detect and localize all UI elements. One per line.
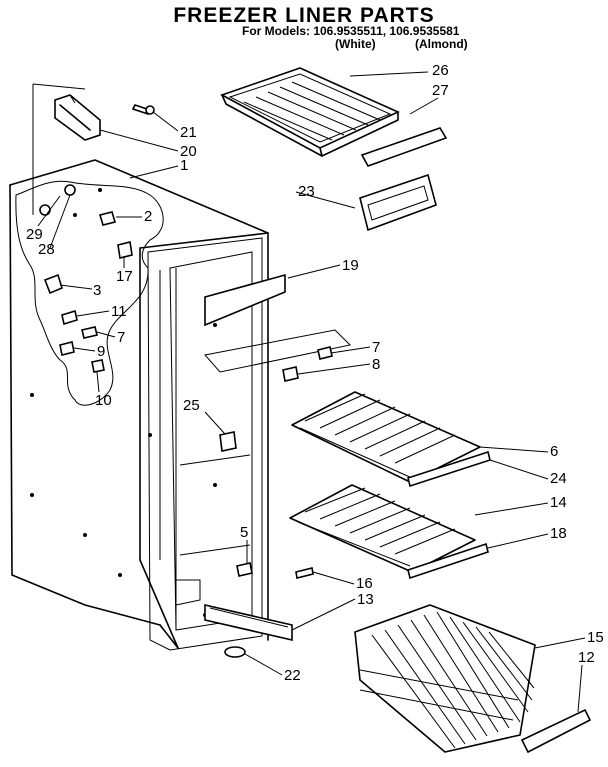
panel-23	[359, 173, 437, 232]
callout-24: 24	[550, 470, 567, 487]
callout-2: 2	[144, 208, 153, 225]
callout-12: 12	[578, 649, 595, 666]
shelf-trim-24	[407, 450, 491, 488]
liner-components	[39, 184, 253, 577]
callout-15: 15	[587, 629, 604, 646]
variant-white: (White)	[335, 37, 376, 51]
callout-26: 26	[432, 62, 449, 79]
foot-22	[224, 646, 246, 658]
callout-3: 3	[93, 282, 102, 299]
callout-22: 22	[284, 667, 301, 684]
wire-shelf-14	[289, 484, 476, 573]
variant-almond: (Almond)	[415, 37, 468, 51]
callout-29: 29	[26, 226, 43, 243]
callout-10: 10	[95, 392, 112, 409]
callout-11: 11	[111, 303, 127, 320]
screw-21	[131, 104, 155, 115]
callout-21: 21	[180, 124, 197, 141]
callout-16: 16	[356, 575, 373, 592]
callout-23: 23	[298, 183, 315, 200]
callout-19: 19	[342, 257, 359, 274]
diagram-title: FREEZER LINER PARTS	[173, 4, 435, 27]
callout-13: 13	[357, 591, 374, 608]
callout-14: 14	[550, 494, 567, 511]
callout-1: 1	[180, 157, 189, 174]
liner-cabinet	[9, 159, 269, 651]
models-line: For Models: 106.9535511, 106.9535581	[242, 24, 460, 38]
callout-8: 8	[372, 356, 381, 373]
callout-9: 9	[97, 343, 106, 360]
callout-25: 25	[183, 397, 200, 414]
small-parts-7-8	[204, 329, 352, 382]
rail-13	[204, 603, 293, 642]
strip-12	[520, 708, 592, 754]
bracket-20	[54, 94, 101, 141]
callout-7b: 7	[372, 339, 381, 356]
callout-7a: 7	[117, 329, 126, 346]
top-shelf-26	[220, 67, 400, 157]
callout-5: 5	[240, 524, 249, 541]
strip-19	[204, 273, 286, 327]
callout-20: 20	[180, 143, 197, 160]
callout-17: 17	[116, 268, 133, 285]
callout-28: 28	[38, 241, 55, 258]
shelf-trim-18	[407, 542, 489, 580]
callout-6: 6	[550, 443, 559, 460]
callout-18: 18	[550, 525, 567, 542]
shelf-trim-27	[360, 127, 448, 167]
leader-lines	[37, 71, 586, 713]
callout-27: 27	[432, 82, 449, 99]
basket-15	[354, 604, 536, 753]
screw-16	[295, 567, 314, 579]
